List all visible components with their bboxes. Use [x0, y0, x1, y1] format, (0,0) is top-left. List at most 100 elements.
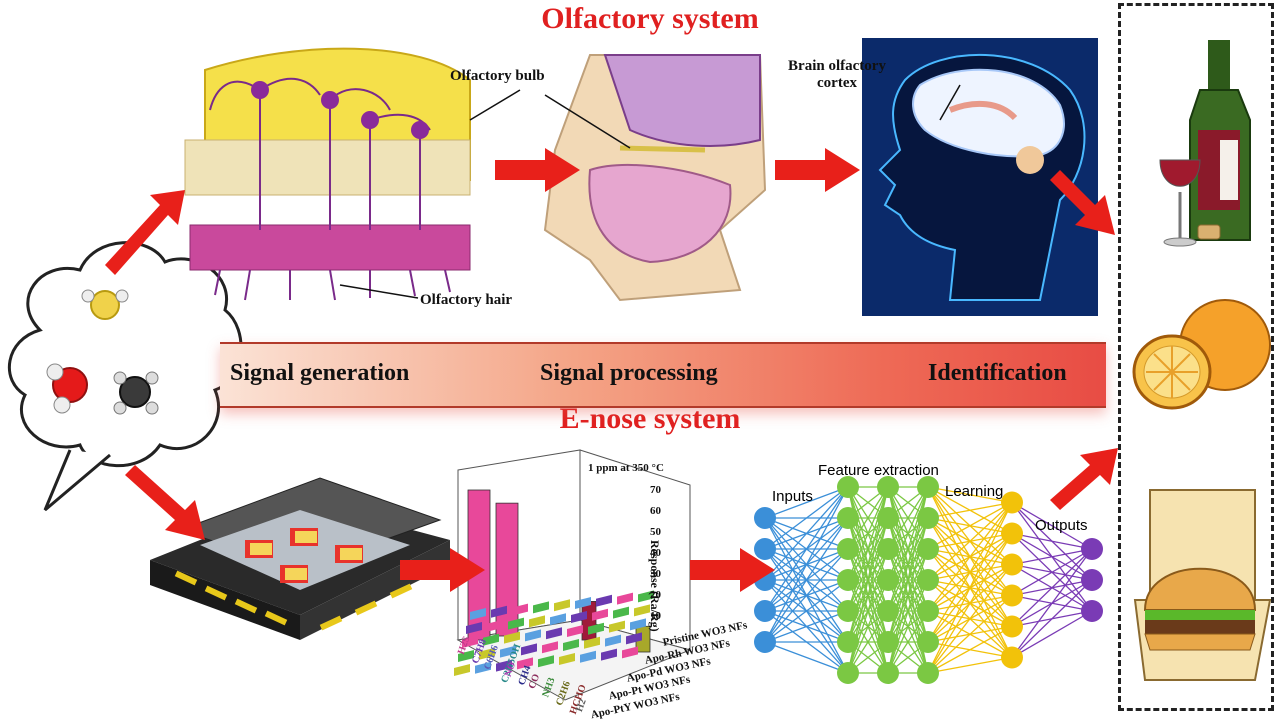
chart-bar-small	[496, 659, 512, 672]
nn-node	[917, 631, 939, 653]
nn-edge	[1011, 532, 1093, 550]
nn-node	[837, 507, 859, 529]
nn-edge	[764, 486, 849, 581]
nn-node	[877, 538, 899, 560]
nn-edge	[927, 502, 1013, 581]
nn-node	[917, 507, 939, 529]
chart-z-tick: 30	[650, 568, 661, 580]
nn-edge	[927, 625, 1013, 674]
brain-cortex-label-line2: cortex	[817, 75, 857, 91]
nn-node	[1001, 584, 1023, 607]
response-bar-chart	[454, 449, 692, 701]
chart-bar-small	[500, 645, 516, 658]
nn-edge	[927, 595, 1013, 674]
nn-learning-label: Learning	[945, 483, 1004, 500]
olfactory-bulb-label: Olfactory bulb	[450, 68, 545, 84]
sensor-chip-illustration	[150, 477, 450, 640]
chart-bar-small	[567, 625, 583, 637]
nn-node	[754, 507, 776, 529]
nn-inputs-label: Inputs	[772, 488, 813, 505]
chart-bar-small	[588, 622, 604, 635]
nn-edge	[887, 579, 929, 674]
nn-node	[837, 631, 859, 653]
chart-z-tick: 40	[650, 547, 661, 559]
nn-outputs-label: Outputs	[1035, 517, 1088, 534]
chart-bar-small	[521, 643, 537, 656]
chart-bar-small	[529, 615, 545, 628]
signal-processing-label: Signal processing	[540, 360, 718, 386]
chart-bar-small	[601, 648, 617, 661]
nn-edge	[927, 502, 1013, 643]
arrow-cloud-to-epithelium	[105, 190, 185, 275]
arrow-nose-to-brain	[775, 148, 860, 192]
chart-bar-small	[559, 653, 575, 665]
nn-node	[917, 600, 939, 622]
chart-bar-small	[563, 639, 579, 651]
nn-node	[877, 507, 899, 529]
chart-annotation: 1 ppm at 350 °C	[588, 462, 664, 474]
chart-bar-small	[630, 618, 646, 631]
chart-z-tick: 60	[650, 505, 661, 517]
nn-node	[877, 569, 899, 591]
nn-edge	[927, 501, 1013, 519]
chart-bar-small	[517, 657, 533, 670]
nn-node	[1001, 522, 1023, 545]
chart-bar-small	[542, 641, 558, 654]
chart-bar-small	[508, 617, 524, 630]
chart-bar-small	[538, 655, 554, 668]
nn-edge	[887, 610, 929, 674]
arrow-chip-to-chart	[400, 548, 485, 592]
burger-box-illustration	[1133, 489, 1272, 681]
nn-edge	[847, 579, 889, 674]
chart-z-tick: 20	[650, 589, 661, 601]
nn-edge	[1011, 579, 1093, 658]
chart-bar-small	[533, 601, 549, 614]
nn-node	[837, 476, 859, 498]
nn-edge	[927, 502, 1013, 612]
nn-node	[754, 600, 776, 622]
wine-illustration	[1159, 40, 1251, 247]
nn-edge	[764, 486, 849, 519]
nn-edge	[764, 579, 849, 643]
nn-edge	[764, 517, 849, 643]
nn-edge	[847, 486, 889, 581]
nn-edge	[764, 610, 849, 643]
nn-edge	[847, 548, 889, 674]
nn-node	[1001, 646, 1023, 669]
chart-bar-small	[512, 603, 528, 616]
nasal-cavity-illustration	[543, 54, 767, 302]
nn-node	[837, 662, 859, 684]
signal-generation-label: Signal generation	[230, 360, 410, 386]
chart-bar-small	[491, 605, 507, 618]
chart-bar-small	[483, 633, 499, 646]
chart-bar-small	[546, 627, 562, 640]
nn-node	[754, 538, 776, 560]
nn-edge	[764, 548, 849, 643]
nn-node	[837, 569, 859, 591]
arrow-epithelium-to-nose	[495, 148, 580, 192]
nn-edge	[887, 486, 929, 550]
nn-edge	[887, 548, 929, 674]
chart-bar-small	[470, 608, 486, 620]
chart-bar-small	[638, 590, 654, 603]
nn-edge	[1011, 548, 1093, 627]
identified-odor-sources-box	[1118, 3, 1274, 711]
flow-arrows	[105, 148, 1118, 592]
chart-bar-small	[634, 604, 650, 617]
nn-node	[1081, 600, 1103, 622]
nn-node	[754, 631, 776, 653]
nn-edge	[1011, 548, 1093, 597]
nn-node	[1001, 491, 1023, 514]
chart-bar-small	[622, 646, 638, 659]
chart-bar	[495, 502, 519, 637]
nn-node	[1001, 553, 1023, 576]
olfactory-epithelium-illustration	[184, 47, 521, 301]
nn-node	[1001, 615, 1023, 638]
arrow-chart-to-nn	[690, 548, 775, 592]
olfactory-hair-label: Olfactory hair	[420, 292, 513, 308]
identification-label: Identification	[928, 360, 1067, 386]
nn-edge	[1011, 548, 1093, 566]
chart-bar-small	[525, 629, 541, 642]
brain-cortex-label-line1: Brain olfactory	[788, 58, 886, 74]
